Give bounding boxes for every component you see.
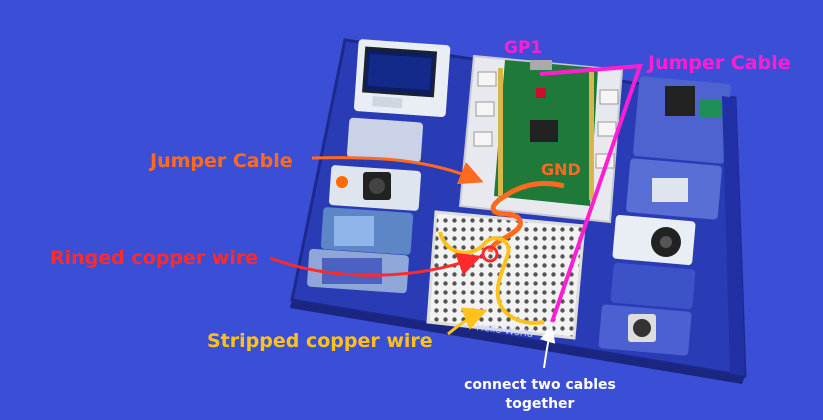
breadboard <box>426 210 586 340</box>
arrow-connect <box>539 326 556 369</box>
board-right-rail <box>722 96 745 376</box>
label-stripped-copper-wire: Stripped copper wire <box>207 330 433 352</box>
usb-port-icon <box>530 60 552 70</box>
raspberry-logo-icon <box>536 88 546 98</box>
arrow-jumper-left <box>311 156 484 185</box>
arrow-stripped <box>447 307 488 336</box>
carrier-connectors <box>473 71 619 169</box>
label-connect-note: connect two cables together <box>464 377 616 412</box>
arrow-ringed <box>269 252 482 277</box>
label-ringed-copper-wire: Ringed copper wire <box>50 247 259 269</box>
stripped-copper-wire <box>438 231 545 325</box>
left-modules <box>307 117 424 294</box>
label-jumper-cable-right: Jumper Cable <box>648 52 791 74</box>
label-gnd: GND <box>541 160 581 179</box>
board-shadow <box>290 300 745 384</box>
oled-module <box>354 39 451 117</box>
led-icon <box>336 176 348 188</box>
right-modules <box>598 76 731 356</box>
pico-chip <box>530 120 558 142</box>
jumper-cable-right <box>539 63 643 323</box>
label-jumper-cable-left: Jumper Cable <box>150 150 293 172</box>
jumper-cable-left <box>487 181 565 253</box>
pico-pins <box>498 68 594 200</box>
ringed-copper-wire <box>481 245 499 263</box>
label-gp1: GP1 <box>504 38 543 58</box>
